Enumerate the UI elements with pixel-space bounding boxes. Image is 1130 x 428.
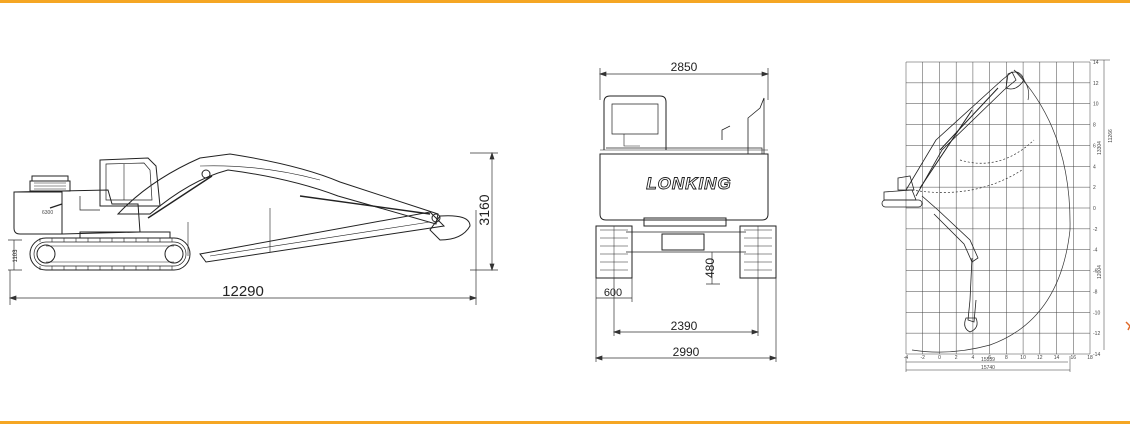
y-tick-labels: 14 12 10 8 6 4 2 0 -2 -4 -6 -8 -10 -12 -14 [1093, 60, 1100, 358]
max-reach-ground: 15539 [981, 357, 995, 363]
side-view [13, 153, 471, 271]
x-tick-label: 16 [1070, 355, 1076, 361]
brand-logo: LONKING [646, 174, 731, 193]
x-tick-label: 8 [1005, 355, 1008, 361]
overall-width: 2990 [673, 345, 700, 359]
overall-height: 3160 [476, 194, 492, 225]
engine-hood [29, 180, 71, 192]
max-dump-height: 11266 [1108, 129, 1114, 143]
max-cutting-height: 13304 [1097, 141, 1103, 155]
x-tick-label: 14 [1054, 355, 1060, 361]
y-tick-label: 0 [1093, 206, 1096, 212]
x-tick-label: 10 [1020, 355, 1026, 361]
idler-wheel [36, 244, 56, 264]
excavator-raised [881, 71, 1025, 208]
cab-width: 2850 [671, 60, 698, 74]
y-tick-label: 8 [1093, 123, 1096, 129]
x-tick-label: 12 [1037, 355, 1043, 361]
x-tick-label: 6 [988, 355, 991, 361]
rear-cab [603, 95, 667, 150]
x-tick-label: 0 [938, 355, 941, 361]
arm [199, 211, 446, 263]
x-tick-label: 4 [972, 355, 975, 361]
rear-view [595, 95, 777, 279]
track-clearance: 480 [703, 258, 717, 278]
y-tick-label: 6 [1093, 143, 1096, 149]
overall-length: 12290 [222, 283, 264, 300]
model-badge: 6300 [42, 210, 53, 216]
max-reach: 15740 [981, 365, 995, 371]
rear-body [599, 153, 769, 221]
y-tick-label: 2 [1093, 185, 1096, 191]
y-tick-label: 12 [1093, 81, 1099, 87]
arm-lowered [921, 195, 979, 333]
top-border [0, 0, 1130, 3]
y-tick-label: -8 [1093, 289, 1098, 295]
y-tick-label: -10 [1093, 310, 1100, 316]
x-tick-label: -2 [921, 355, 926, 361]
ground-clearance: 1103 [13, 249, 19, 263]
working-range-chart: 14 12 10 8 6 4 2 0 -2 -4 -6 -8 -10 -12 -14 -4 -2 0 2 4 6 8 10… [881, 59, 1110, 372]
side-dimensions [8, 151, 498, 305]
y-tick-label: -14 [1093, 352, 1100, 358]
y-tick-label: 4 [1093, 164, 1096, 170]
digging-envelope [911, 69, 1071, 353]
reach-dimensions [905, 59, 1110, 372]
chart-grid [905, 61, 1091, 355]
sprocket-wheel [164, 244, 184, 264]
counterweight [13, 191, 63, 235]
max-digging-depth: 12004 [1097, 265, 1103, 279]
y-tick-label: -6 [1093, 269, 1098, 275]
y-tick-label: 14 [1093, 60, 1099, 66]
x-tick-label: 18 [1087, 355, 1093, 361]
edge-mark [1125, 321, 1130, 331]
y-tick-label: -2 [1093, 227, 1098, 233]
x-tick-label: 2 [955, 355, 958, 361]
cab [99, 157, 161, 207]
bottom-border [0, 421, 1130, 424]
y-tick-label: -12 [1093, 331, 1100, 337]
upper-structure [13, 189, 141, 235]
y-tick-label: 10 [1093, 102, 1099, 108]
shoe-width: 600 [604, 287, 622, 299]
y-tick-label: -4 [1093, 248, 1098, 254]
rear-dimensions [594, 68, 778, 362]
boom [116, 153, 439, 225]
track-gauge: 2390 [671, 319, 698, 333]
bucket [429, 215, 471, 241]
track-frame [29, 237, 191, 271]
